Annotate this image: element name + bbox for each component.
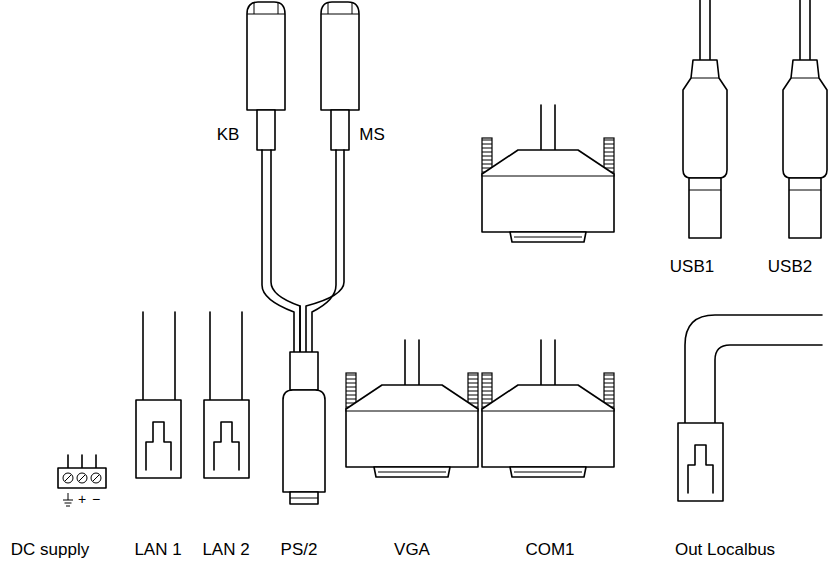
connector-label: USB2	[768, 257, 812, 277]
ground-symbol	[63, 493, 73, 506]
connector-label: −	[92, 491, 100, 508]
connector-label: DC supply	[11, 540, 89, 560]
connector-label: +	[78, 491, 86, 508]
connector-label: VGA	[394, 540, 430, 560]
connector-label: PS/2	[281, 540, 318, 560]
connector-label: COM1	[525, 540, 574, 560]
connector-label: MS	[359, 125, 385, 145]
connector-label: LAN 2	[202, 540, 249, 560]
connector-label: Out Localbus	[675, 540, 775, 560]
connector-label: LAN 1	[134, 540, 181, 560]
connector-label: USB1	[670, 257, 714, 277]
connector-label: KB	[217, 125, 240, 145]
